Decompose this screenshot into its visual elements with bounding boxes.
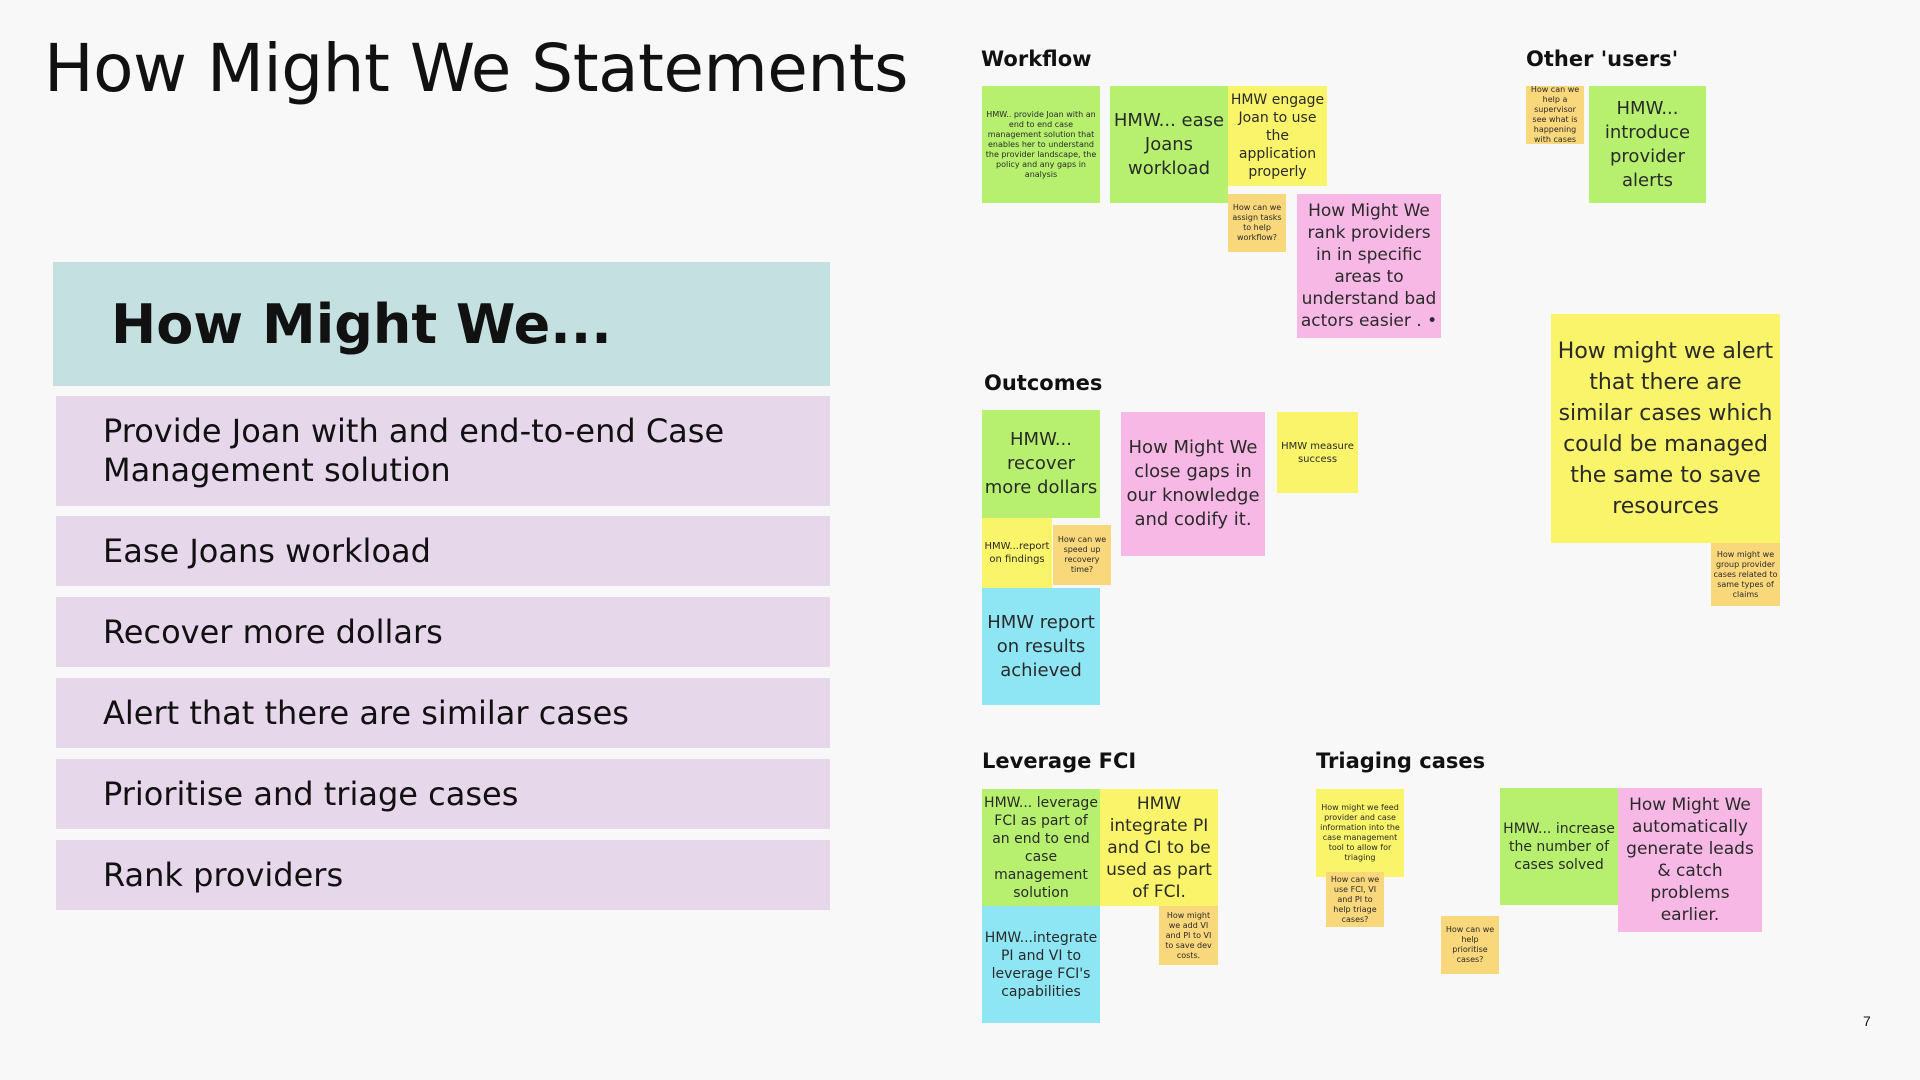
section-triaging-cases: Triaging cases bbox=[1316, 749, 1486, 773]
section-other-users: Other 'users' bbox=[1526, 47, 1679, 71]
sticky-note: How can we use FCI, VI and PI to help tr… bbox=[1326, 872, 1384, 927]
sticky-note: How might we add VI and PI to VI to save… bbox=[1159, 906, 1218, 965]
hmw-row: Rank providers bbox=[56, 840, 830, 910]
sticky-note: HMW engage Joan to use the application p… bbox=[1228, 86, 1327, 186]
hmw-row: Prioritise and triage cases bbox=[56, 759, 830, 829]
sticky-note: How can we help a supervisor see what is… bbox=[1526, 86, 1584, 144]
hmw-row: Alert that there are similar cases bbox=[56, 678, 830, 748]
section-workflow: Workflow bbox=[981, 47, 1092, 71]
sticky-note: HMW... introduce provider alerts bbox=[1589, 86, 1706, 203]
hmw-row: Ease Joans workload bbox=[56, 516, 830, 586]
sticky-note: How can we help prioritise cases? bbox=[1441, 916, 1499, 974]
sticky-note: HMW measure success bbox=[1277, 412, 1358, 493]
hmw-header: How Might We... bbox=[53, 262, 830, 386]
hmw-row: Provide Joan with and end-to-end Case Ma… bbox=[56, 396, 830, 506]
sticky-note: HMW...integrate PI and VI to leverage FC… bbox=[982, 906, 1100, 1023]
sticky-note: HMW... recover more dollars bbox=[982, 410, 1100, 518]
sticky-note: HMW.. provide Joan with an end to end ca… bbox=[982, 86, 1100, 203]
sticky-note: How might we alert that there are simila… bbox=[1551, 314, 1780, 543]
sticky-note: HMW... increase the number of cases solv… bbox=[1500, 788, 1618, 905]
hmw-row: Recover more dollars bbox=[56, 597, 830, 667]
section-outcomes: Outcomes bbox=[984, 371, 1103, 395]
sticky-note: HMW report on results achieved bbox=[982, 588, 1100, 705]
sticky-note: How can we assign tasks to help workflow… bbox=[1228, 194, 1286, 252]
section-leverage-fci: Leverage FCI bbox=[982, 749, 1137, 773]
sticky-note: HMW integrate PI and CI to be used as pa… bbox=[1100, 789, 1218, 906]
sticky-note: HMW... leverage FCI as part of an end to… bbox=[982, 789, 1100, 906]
sticky-note: How might we feed provider and case info… bbox=[1316, 789, 1404, 877]
sticky-note: How Might We close gaps in our knowledge… bbox=[1121, 412, 1265, 556]
sticky-note: How Might We rank providers in in specif… bbox=[1297, 194, 1441, 338]
sticky-note: How Might We automatically generate lead… bbox=[1618, 788, 1762, 932]
sticky-note: HMW... ease Joans workload bbox=[1110, 86, 1228, 203]
sticky-note: How might we group provider cases relate… bbox=[1711, 543, 1780, 606]
sticky-note: HMW...report on findings bbox=[982, 518, 1052, 588]
page-number: 7 bbox=[1863, 1013, 1871, 1029]
sticky-note: How can we speed up recovery time? bbox=[1053, 525, 1111, 585]
hmw-header-label: How Might We... bbox=[111, 292, 612, 356]
page-title: How Might We Statements bbox=[44, 30, 909, 107]
